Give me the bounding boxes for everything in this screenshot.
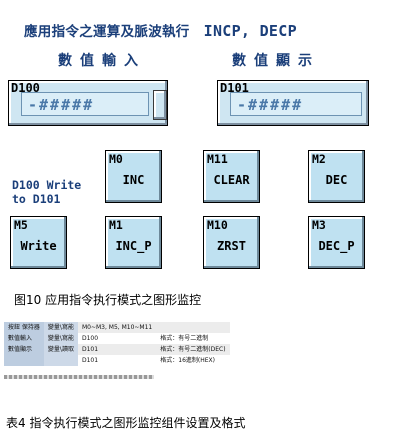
button-device-label: M2 — [312, 152, 326, 166]
button-function-label: CLEAR — [213, 173, 250, 187]
button-device-label: M10 — [207, 218, 228, 232]
write-note: D100 Write to D101 — [12, 178, 82, 206]
button-device-label: M3 — [312, 218, 326, 232]
button-function-label: DEC_P — [318, 239, 355, 253]
component-settings-table: 按鈕 保持器 變量\寫能 M0~M3, M5, M10~M11 數值輸入 變量\… — [4, 322, 230, 366]
button-device-label: M0 — [109, 152, 123, 166]
table-cell: 數值輸入 — [4, 333, 44, 344]
button-device-label: M1 — [109, 218, 123, 232]
dec-button[interactable]: M2 DEC — [308, 150, 365, 203]
button-device-label: M11 — [207, 152, 228, 166]
table-cell — [43, 355, 78, 366]
table-caption: 表4 指令执行模式之图形监控组件设置及格式 — [6, 416, 246, 430]
button-function-label: DEC — [325, 173, 348, 187]
hmi-title-text: 應用指令之運算及脈波執行 — [24, 24, 190, 40]
table-cropped-edge — [4, 375, 154, 379]
inc-button[interactable]: M0 INC — [105, 150, 162, 203]
table-cell: 格式：16進制(HEX) — [156, 355, 230, 366]
table-cell: 格式：有号二進制 — [156, 333, 230, 344]
button-function-label: INC — [122, 173, 145, 187]
dec-p-button[interactable]: M3 DEC_P — [308, 216, 365, 269]
table-row: 數值顯示 變量\讀取 D101 格式：有号二進制(DEC) — [4, 344, 230, 355]
hmi-title-code: INCP, DECP — [203, 22, 297, 40]
hmi-title: 應用指令之運算及脈波執行 INCP, DECP — [24, 20, 297, 40]
table-row: D101 格式：16進制(HEX) — [4, 355, 230, 366]
input-device-label: D100 — [11, 81, 40, 95]
inc-p-button[interactable]: M1 INC_P — [105, 216, 162, 269]
output-display: D101 -##### — [217, 80, 369, 126]
input-display[interactable]: D100 -##### — [8, 80, 168, 126]
button-function-label: INC_P — [115, 239, 152, 253]
table-cell: M0~M3, M5, M10~M11 — [77, 322, 157, 333]
table-cell: 變量\讀取 — [43, 344, 78, 355]
table-cell: 按鈕 保持器 — [4, 322, 44, 333]
write-button[interactable]: M5 Write — [10, 216, 67, 269]
input-heading: 數值輸入 — [58, 53, 146, 69]
table-row: 數值輸入 變量\寫能 D100 格式：有号二進制 — [4, 333, 230, 344]
figure-caption: 图10 应用指令执行模式之图形监控 — [14, 293, 202, 307]
zrst-button[interactable]: M10 ZRST — [203, 216, 260, 269]
output-device-label: D101 — [220, 81, 249, 95]
table-cell: 變量\寫能 — [43, 333, 78, 344]
table-cell: D100 — [77, 333, 157, 344]
table-cell: D101 — [77, 355, 157, 366]
output-heading: 數值顯示 — [232, 53, 320, 69]
button-function-label: Write — [20, 239, 57, 253]
table-cell — [4, 355, 44, 366]
clear-button[interactable]: M11 CLEAR — [203, 150, 260, 203]
table-cell: 數值顯示 — [4, 344, 44, 355]
table-cell: 變量\寫能 — [43, 322, 78, 333]
table-row: 按鈕 保持器 變量\寫能 M0~M3, M5, M10~M11 — [4, 322, 230, 333]
button-function-label: ZRST — [217, 239, 246, 253]
input-spin-button[interactable] — [153, 90, 167, 120]
input-value-field[interactable]: -##### — [21, 92, 149, 116]
table-cell: D101 — [77, 344, 157, 355]
output-value-field: -##### — [230, 92, 362, 116]
table-cell: 格式：有号二進制(DEC) — [156, 344, 230, 355]
table-cell — [156, 322, 230, 333]
button-device-label: M5 — [14, 218, 28, 232]
